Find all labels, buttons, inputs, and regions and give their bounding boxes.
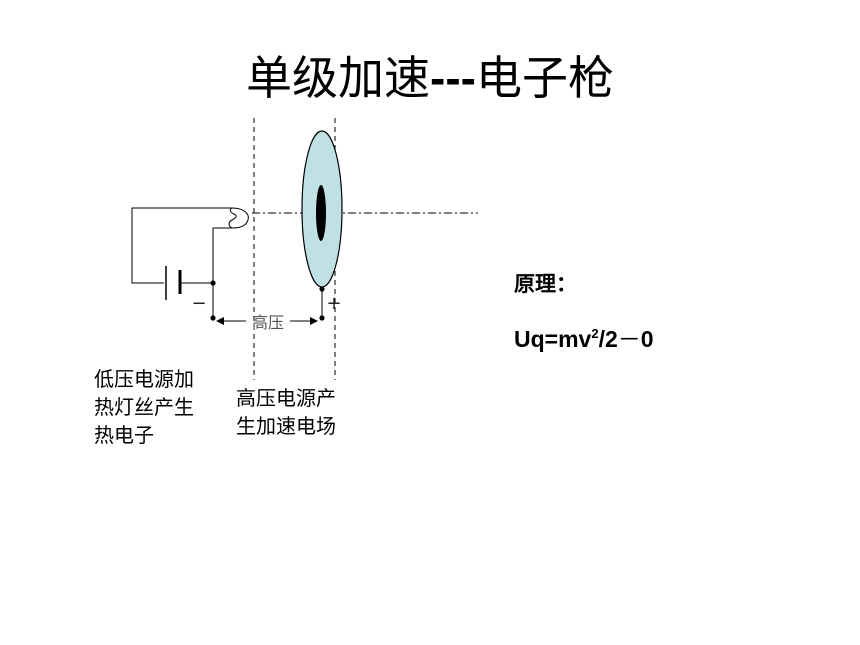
high-voltage-caption: 高压电源产生加速电场 — [236, 386, 336, 438]
high-voltage-label: 高压 — [252, 313, 284, 332]
principle-formula: Uq=mv2/2－0 — [514, 320, 654, 354]
anode-terminal-dot — [319, 315, 325, 321]
high-voltage-right-arrowhead — [310, 317, 318, 325]
minus-sign: − — [191, 293, 206, 314]
slide-title: 单级加速---电子枪 — [0, 48, 860, 108]
filament-icon — [228, 207, 249, 229]
title-main: 单级加速 — [246, 51, 431, 105]
low-voltage-caption: 低压电源加热灯丝产生热电子 — [94, 367, 194, 447]
principle-label: 原理： — [514, 272, 577, 296]
circuit-node-dot — [210, 280, 216, 286]
anode-aperture — [316, 185, 326, 241]
formula-minus: － — [617, 327, 641, 353]
cathode-terminal-dot — [210, 315, 216, 321]
formula-exponent: 2 — [591, 326, 599, 341]
filament-circuit-wire — [131, 207, 232, 284]
anode-top-dot — [319, 286, 325, 292]
filament-return-wire — [212, 227, 234, 318]
formula-part-b: /2 — [598, 326, 618, 352]
title-dashes: --- — [430, 52, 476, 104]
title-tail: 电子枪 — [475, 51, 614, 105]
formula-part-a: Uq=mv — [514, 326, 592, 352]
plus-sign: + — [326, 293, 341, 314]
high-voltage-left-arrowhead — [216, 317, 224, 325]
formula-part-c: 0 — [640, 326, 654, 352]
